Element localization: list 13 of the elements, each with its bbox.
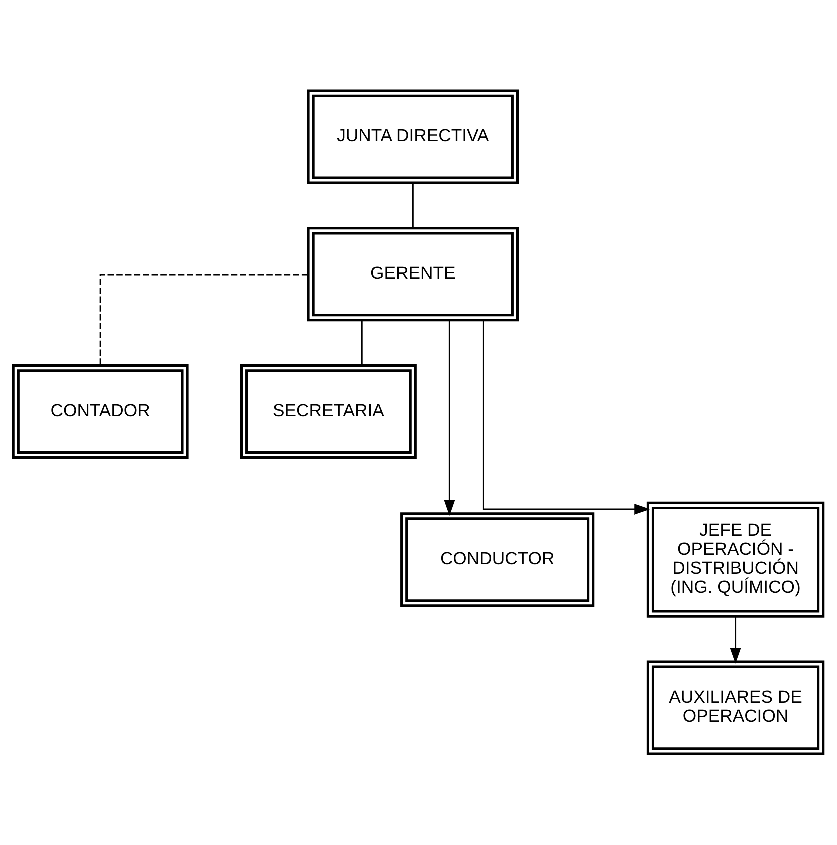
node-box: CONDUCTOR — [400, 512, 595, 608]
node-box: AUXILIARES DE OPERACION — [646, 660, 825, 756]
arrow — [482, 320, 650, 515]
connector — [100, 274, 308, 366]
node-box: JEFE DE OPERACIÓN - DISTRIBUCIÓN (ING. QUÍMICO) — [646, 502, 825, 618]
connector — [412, 183, 414, 228]
node-box: CONTADOR — [12, 364, 189, 460]
node-box: SECRETARIA — [240, 364, 417, 460]
arrow — [444, 320, 456, 516]
node-box: GERENTE — [307, 227, 519, 322]
arrow — [730, 616, 742, 664]
node-box: JUNTA DIRECTIVA — [307, 90, 519, 184]
connector — [361, 320, 363, 366]
